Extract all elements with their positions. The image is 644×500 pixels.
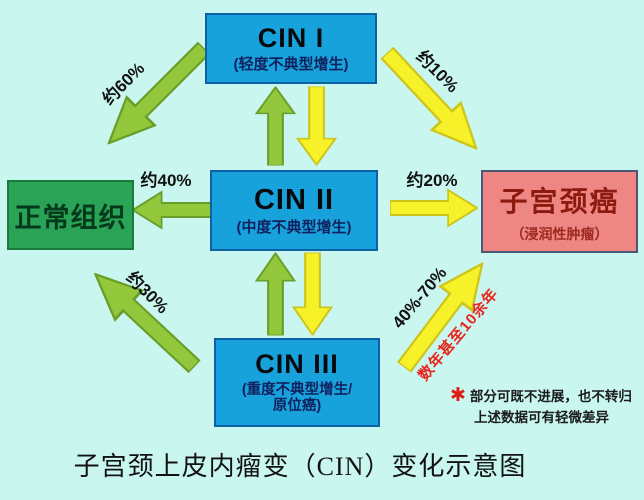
footnote-line1: 部分可既不进展，也不转归 (469, 389, 632, 404)
cin1-title: CIN I (257, 23, 325, 54)
cin2-to-normal-label: 约40% (140, 171, 192, 190)
cin2-to-cin1-arrow (254, 86, 297, 166)
footnote-line2: 上述数据可有轻微差异 (474, 410, 609, 425)
cervical-cancer-title: 子宫颈癌 (499, 185, 620, 217)
cin3-to-cin2-arrow (254, 252, 297, 336)
cin2-subtitle: (中度不典型增生) (236, 218, 352, 236)
cin3-subtitle-line1: (重度不典型增生/ (241, 381, 353, 398)
normal-tissue-title: 正常组织 (14, 202, 127, 233)
asterisk-icon: ✱ (450, 385, 466, 406)
cin1-to-cancer-arrow (371, 38, 493, 165)
cin3-to-normal-arrow (79, 257, 209, 383)
footnote: ✱ 部分可既不进展，也不转归 上述数据可有轻微差异 (450, 386, 644, 428)
cin1-subtitle: (轻度不典型增生) (233, 55, 349, 73)
cin2-title: CIN II (253, 184, 335, 217)
cervical-cancer-box: 子宫颈癌 （浸润性肿瘤） (481, 170, 638, 253)
cin2-to-cancer-label: 约20% (406, 171, 458, 190)
cin1-box: CIN I (轻度不典型增生) (205, 13, 377, 84)
cin3-title: CIN III (255, 349, 339, 380)
cin2-box: CIN II (中度不典型增生) (210, 170, 378, 251)
cin1-to-normal-arrow (92, 32, 219, 159)
cervical-cancer-subtitle: （浸润性肿瘤） (510, 225, 609, 242)
cin1-to-cin2-arrow (295, 86, 338, 166)
cin2-to-cin3-arrow (291, 252, 334, 336)
cin3-box: CIN III (重度不典型增生/ 原位癌) (214, 338, 380, 427)
cin3-subtitle-line2: 原位癌) (272, 398, 322, 415)
normal-tissue-box: 正常组织 (7, 180, 134, 250)
diagram-caption: 子宫颈上皮内瘤变（CIN）变化示意图 (73, 452, 527, 481)
cin2-to-normal-arrow (132, 190, 219, 230)
cin3-to-cancer-arrow (387, 249, 501, 380)
cin2-to-cancer-arrow (390, 188, 478, 228)
